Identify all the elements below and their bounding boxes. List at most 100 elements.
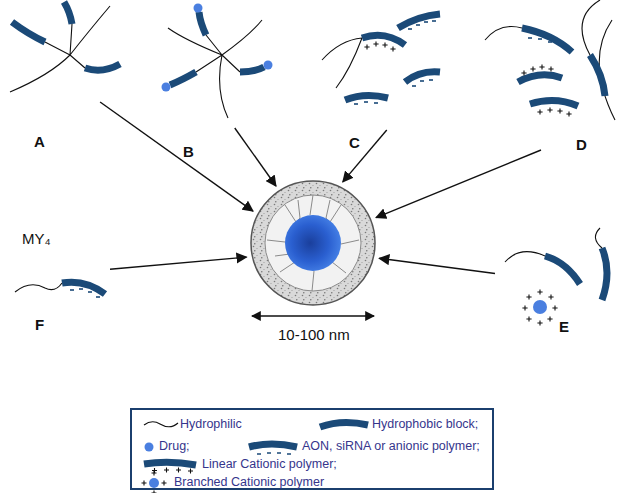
assembly-arrow: [100, 102, 253, 211]
drug-conjugated-star-part: [162, 83, 171, 92]
polyion-complex-mixed-part: [590, 55, 605, 96]
star-copolymer: [10, 2, 120, 92]
legend-text: Linear Cationic polymer;: [202, 458, 337, 471]
polyion-complex-mixed-part: [538, 39, 542, 40]
legend-sample-part: [249, 444, 297, 447]
surfactant-copolymer-part: [88, 292, 92, 293]
polyion-complex-mixed-part: [548, 66, 553, 71]
panel-letter: D: [576, 137, 587, 152]
polyion-complex-mixed-part: [557, 108, 562, 113]
micelle-part: [285, 215, 341, 271]
legend-sample-part: [257, 453, 291, 454]
surfactant-copolymer-part: [96, 297, 100, 298]
polyion-complex-mixed: [485, 0, 615, 120]
dimension-arrow-part: [252, 315, 374, 316]
polyion-complex-linear-part: [398, 14, 440, 28]
legend-sample-part: [320, 422, 368, 427]
surfactant-copolymer: [15, 282, 105, 297]
star-copolymer-part: [10, 6, 110, 92]
branched-cationic-complex-part: [533, 300, 547, 314]
legend-sample-part: [145, 443, 154, 452]
copolymer-group: E: [495, 245, 615, 340]
copolymer-group: D: [478, 0, 618, 150]
branched-cationic-complex-part: [547, 316, 552, 321]
polyion-complex-mixed-part: [485, 0, 615, 120]
drug-conjugated-star-part: [264, 61, 273, 70]
polyion-complex-linear-part: [408, 29, 412, 30]
branched-cationic-complex-part: [526, 316, 531, 321]
legend-sample: [144, 442, 154, 452]
legend-sample: [249, 442, 299, 456]
polyion-complex-linear-part: [373, 41, 378, 46]
star-copolymer-part: [12, 2, 120, 70]
polyion-complex-mixed-part: [539, 64, 544, 69]
polyion-complex-linear-part: [424, 22, 428, 23]
polyion-complex-linear-part: [405, 72, 440, 82]
polyion-complex-mixed-part: [548, 42, 552, 43]
assembly-arrow: [110, 257, 246, 269]
polyion-complex-linear-part: [364, 44, 369, 49]
panel-letter: E: [559, 319, 569, 334]
legend-sample: [320, 419, 370, 431]
legend-text: Hydrophobic block;: [372, 418, 478, 431]
node-label: MY₄: [22, 231, 51, 246]
legend-text: Drug;: [159, 440, 190, 453]
branched-cationic-complex-part: [545, 248, 607, 300]
legend-sample-part: [144, 422, 178, 427]
polyion-complex-linear-part: [420, 81, 424, 82]
dimension-arrow: [252, 316, 374, 317]
polyion-complex-linear: [322, 14, 440, 104]
node-label: 10-100 nm: [278, 327, 350, 342]
surfactant-copolymer-part: [62, 282, 105, 294]
assembly-arrow: [379, 258, 495, 273]
legend-sample: [144, 473, 168, 493]
panel-letter: C: [349, 135, 360, 150]
polyion-complex-mixed-part: [522, 28, 572, 52]
legend-sample-part: [144, 462, 196, 465]
micelle-part: [251, 181, 375, 305]
panel-letter: F: [35, 317, 44, 332]
copolymer-group: MY₄F: [10, 250, 110, 305]
copolymer-group: B: [160, 0, 275, 128]
legend-sample-part: [152, 468, 193, 474]
copolymer-group: A: [0, 0, 130, 102]
legend-sample-part: [149, 478, 159, 488]
micelle: [251, 181, 375, 305]
micelle-part: [267, 195, 359, 291]
branched-cationic-complex-part: [537, 320, 542, 325]
polyion-complex-linear-part: [345, 95, 388, 100]
polyion-complex-linear-part: [364, 102, 368, 103]
legend-sample: [144, 460, 198, 476]
legend-text: Branched Cationic polymer: [174, 476, 324, 489]
copolymer-group: C: [318, 15, 443, 130]
polyion-complex-mixed-part: [528, 38, 532, 39]
branched-cationic-complex-part: [552, 305, 557, 310]
drug-conjugated-star-part: [194, 4, 203, 13]
legend-sample: [144, 419, 180, 431]
drug-conjugated-star: [162, 4, 273, 119]
polyion-complex-linear-part: [390, 46, 395, 51]
polyion-complex-linear-part: [322, 38, 362, 88]
assembly-arrow: [235, 128, 276, 186]
branched-cationic-complex: [505, 228, 607, 326]
branched-cationic-complex-part: [526, 294, 531, 299]
polyion-complex-mixed-part: [566, 111, 571, 116]
legend-sample-part: [142, 471, 167, 493]
polyion-complex-mixed-part: [537, 109, 542, 114]
polyion-complex-linear-part: [412, 86, 416, 87]
polyion-complex-linear-part: [432, 21, 436, 22]
legend-text: AON, siRNA or anionic polymer;: [302, 440, 480, 453]
polyion-complex-mixed-part: [518, 75, 562, 82]
polyion-complex-linear-part: [429, 80, 433, 81]
surfactant-copolymer-part: [70, 290, 74, 291]
surfactant-copolymer-part: [15, 283, 62, 292]
branched-cationic-complex-part: [522, 305, 527, 310]
polyion-complex-mixed-part: [521, 70, 526, 75]
micelle-node: 10-100 nm: [251, 181, 375, 305]
polyion-complex-mixed-part: [530, 100, 578, 106]
assembly-arrow: [343, 130, 387, 182]
micelle-part: [265, 195, 361, 291]
panel-letter: B: [183, 144, 194, 159]
legend-box: HydrophilicHydrophobic block;Drug;AON, s…: [130, 408, 494, 490]
polyion-complex-linear-part: [374, 103, 378, 104]
